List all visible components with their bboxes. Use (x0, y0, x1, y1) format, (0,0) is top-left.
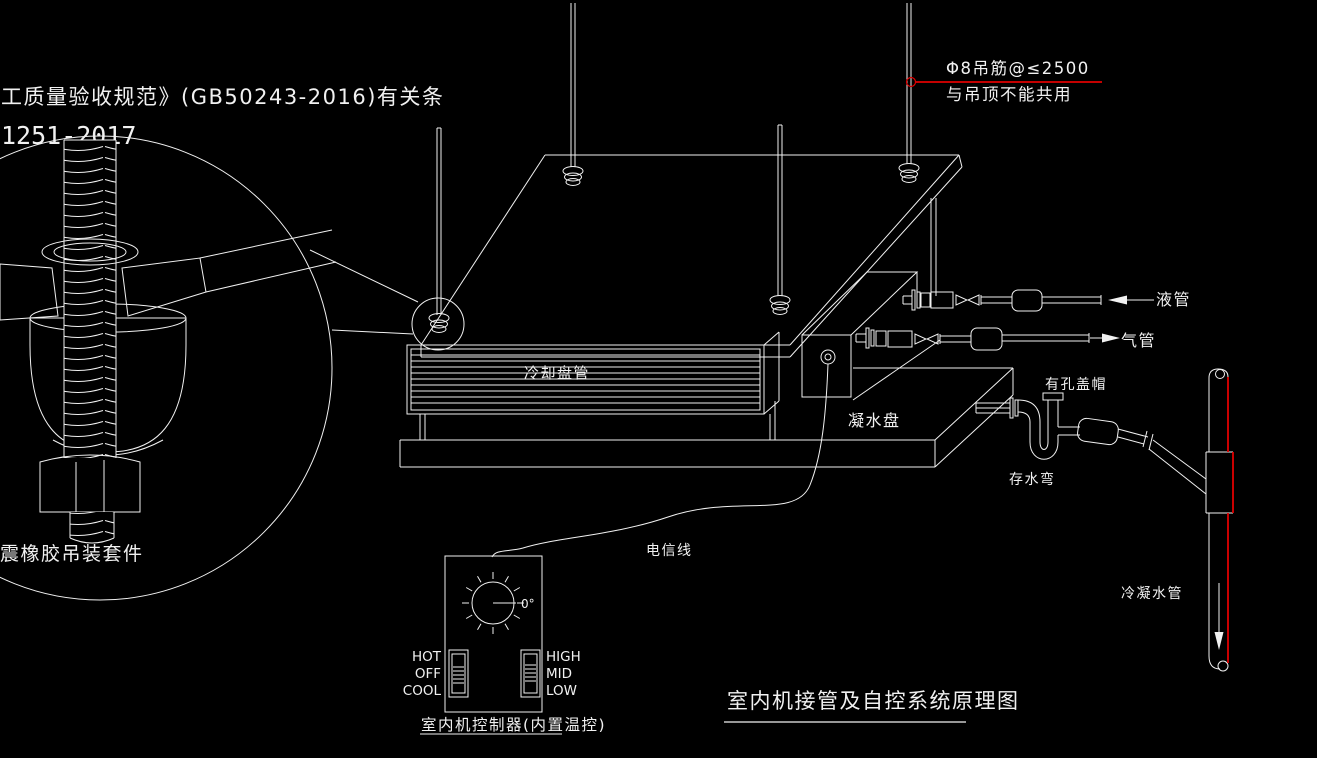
fan-label-low: LOW (546, 683, 577, 699)
flex-hose-sleeve (1077, 417, 1119, 446)
mode-label-off: OFF (415, 666, 441, 682)
detail-leader-lines (309, 249, 419, 335)
hose-coupling (1142, 430, 1154, 451)
slab-cross-section (0, 229, 337, 321)
flare-fitting (914, 333, 939, 345)
dial-value: 0° (521, 597, 535, 611)
refrigerant-liquid-line: 液管 (902, 289, 1191, 312)
coil-casing (406, 344, 765, 415)
liquid-pipe-label: 液管 (1156, 290, 1191, 309)
flare-fitting (955, 294, 980, 306)
refrigerant-gas-line: 气管 (855, 327, 1156, 351)
fan-label-high: HIGH (546, 649, 581, 665)
signal-wire: 电信线 (491, 363, 829, 559)
coil-fins (411, 354, 760, 404)
gas-pipe-label: 气管 (1121, 331, 1156, 350)
coil-label: 冷却盘管 (524, 364, 590, 382)
braided-joint (930, 291, 954, 309)
detail-circle (0, 135, 333, 601)
wire-grommet (820, 349, 836, 365)
rod-nut-1 (428, 313, 450, 333)
thermostat-caption: 室内机控制器(内置温控) (421, 716, 606, 734)
hanger-rod-4 (906, 3, 912, 164)
spec-note-line1: 工质量验收规范》(GB50243-2016)有关条 (1, 85, 444, 109)
fan-coil-unit: 冷却盘管 (406, 198, 941, 440)
drain-pan: 凝水盘 (399, 367, 1014, 468)
title-text: 室内机接管及自控系统原理图 (727, 689, 1020, 713)
drawing-title: 室内机接管及自控系统原理图 (724, 689, 1020, 723)
signal-wire-curve (491, 363, 829, 558)
condensate-drain: 有孔盖帽 存水弯 (975, 377, 1207, 495)
drain-elbow (1017, 399, 1041, 423)
flow-arrow-in (1108, 295, 1127, 305)
connection-housing (801, 198, 941, 401)
perforated-cap (1042, 392, 1064, 401)
pan-drain-stub (975, 402, 1010, 414)
detail-callout: 震橡胶吊装套件 (0, 135, 419, 601)
thermostat-body (444, 555, 543, 713)
hanger-note-line2: 与吊顶不能共用 (946, 85, 1072, 104)
ceiling-slab (420, 154, 963, 358)
detail-label: 震橡胶吊装套件 (0, 543, 144, 565)
fan-label-mid: MID (546, 666, 572, 682)
condensate-riser-pipe: 冷凝水管 (1121, 368, 1234, 672)
unit-legs (419, 401, 776, 440)
flex-sleeve (1011, 289, 1043, 312)
leader-circle (905, 76, 917, 88)
condensate-pipe-label: 冷凝水管 (1121, 586, 1183, 602)
spec-notes: 工质量验收规范》(GB50243-2016)有关条 1251-2017 (1, 85, 444, 150)
hose-to-riser (1148, 439, 1207, 495)
hanger-rod-2 (570, 3, 576, 167)
hanger-rod-1 (436, 127, 442, 315)
rod-nut-2 (562, 166, 584, 186)
pipe-open-end-bottom (1217, 660, 1229, 672)
detail-reference-circle (411, 297, 465, 351)
threaded-rod (41, 139, 139, 458)
tee-fitting (1205, 451, 1233, 514)
mode-switch[interactable] (448, 649, 469, 698)
flex-sleeve (970, 327, 1003, 351)
hanger-spacing-note: Φ8吊筋@≤2500 与吊顶不能共用 (905, 59, 1102, 104)
flow-arrow-out (1102, 333, 1120, 343)
p-trap (1029, 441, 1059, 460)
thermostat: 0° HOT OFF COOL HIGH MID LOW 室内机控制器(内置温控… (403, 555, 606, 735)
pan-label: 凝水盘 (848, 411, 901, 430)
trap-label: 存水弯 (1009, 471, 1056, 488)
braided-joint (887, 330, 913, 348)
hex-nut (39, 454, 141, 544)
signal-wire-label: 电信线 (646, 543, 693, 559)
mode-label-cool: COOL (403, 683, 442, 699)
rod-nut-4 (898, 163, 920, 183)
rod-nut-3 (769, 295, 791, 315)
pipe-open-end-top (1215, 369, 1225, 379)
hanger-rod-3 (777, 124, 783, 296)
fan-speed-switch[interactable] (520, 649, 541, 698)
mode-label-hot: HOT (412, 649, 442, 665)
vent-cap-label: 有孔盖帽 (1045, 377, 1107, 393)
hanger-note-line1: Φ8吊筋@≤2500 (946, 59, 1090, 78)
dial-ticks (462, 572, 524, 634)
